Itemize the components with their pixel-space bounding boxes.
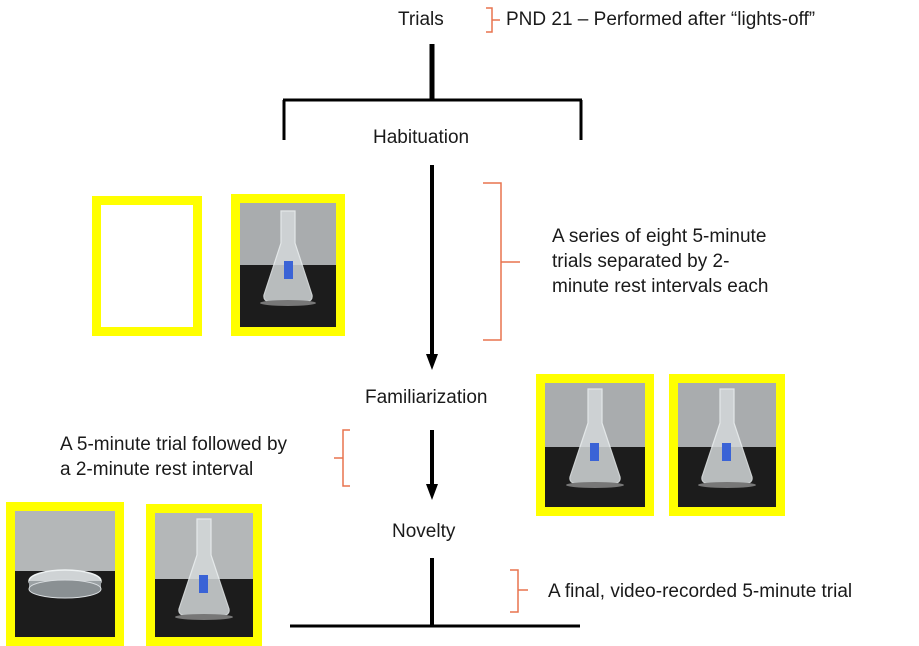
familiarization-note-line: a 2-minute rest interval xyxy=(60,459,254,480)
novelty-petri-dish-image xyxy=(6,502,124,646)
trials-title: Trials xyxy=(398,9,444,30)
familiarization-note-line: A 5-minute trial followed by xyxy=(60,434,288,455)
novelty-bracket xyxy=(510,569,528,613)
familiarization-bracket xyxy=(334,429,350,487)
flask-photo xyxy=(240,203,336,327)
trials-bracket xyxy=(486,7,500,33)
habituation-empty-arena xyxy=(92,196,202,336)
habituation-note-line: trials separated by 2- xyxy=(552,251,730,272)
familiarization-flask-image-right xyxy=(669,374,785,516)
familiarization-flask-image-left xyxy=(536,374,654,516)
familiarization-note: A 5-minute trial followed by a 2-minute … xyxy=(60,432,340,482)
familiarization-label: Familiarization xyxy=(365,387,488,408)
petri-dish-photo xyxy=(15,511,115,637)
trials-note: PND 21 – Performed after “lights-off” xyxy=(506,9,816,30)
habituation-label: Habituation xyxy=(373,127,470,148)
novelty-label: Novelty xyxy=(392,521,456,542)
habituation-flask-image xyxy=(231,194,345,336)
habituation-note-line: A series of eight 5-minute xyxy=(552,226,767,247)
flask-photo xyxy=(545,383,645,507)
habituation-note: A series of eight 5-minute trials separa… xyxy=(552,224,802,299)
novelty-flask-image xyxy=(146,504,262,646)
novelty-note: A final, video-recorded 5-minute trial xyxy=(548,581,853,602)
habituation-note-line: minute rest intervals each xyxy=(552,276,769,297)
flask-photo xyxy=(155,513,253,637)
flask-photo xyxy=(678,383,776,507)
habituation-bracket xyxy=(483,182,520,341)
